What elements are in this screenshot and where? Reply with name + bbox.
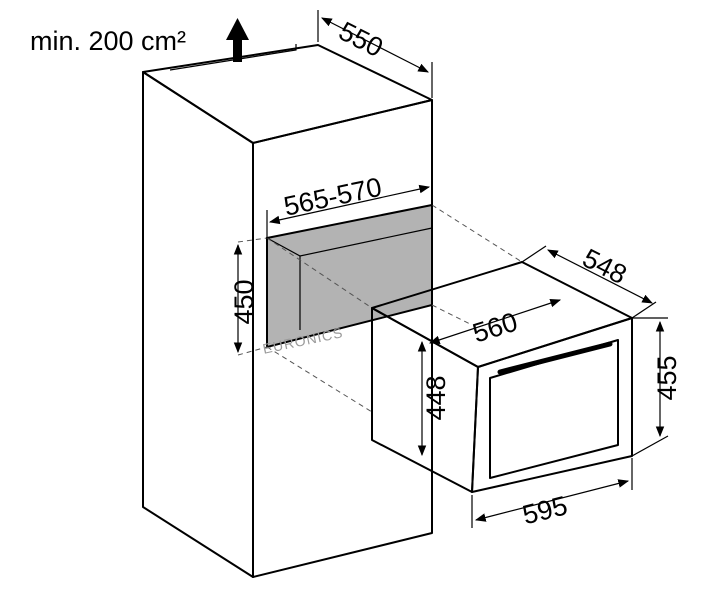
dim-line-cabinet-depth <box>321 17 429 73</box>
ventilation-note: min. 200 cm² <box>30 26 186 56</box>
label-niche-width: 565-570 <box>281 172 384 222</box>
label-appliance-depth: 548 <box>578 243 632 290</box>
label-body-width: 560 <box>469 307 521 349</box>
label-body-height: 448 <box>421 375 451 420</box>
label-front-height: 455 <box>652 355 682 400</box>
dim-line-niche-width <box>268 184 431 225</box>
appliance <box>371 261 633 493</box>
cabinet-top <box>142 44 433 144</box>
vent-slot <box>169 44 297 71</box>
cabinet <box>142 44 433 578</box>
dim-line-appliance-depth <box>547 249 653 304</box>
niche <box>266 203 433 349</box>
label-niche-height: 450 <box>229 279 259 324</box>
cabinet-front <box>252 99 433 578</box>
niche-opening <box>266 203 433 349</box>
label-front-width: 595 <box>519 490 570 530</box>
oven-handle <box>497 341 613 375</box>
dim-line-front-width <box>474 479 630 522</box>
dimension-lines <box>233 10 669 528</box>
ventilation-arrow-icon <box>226 18 249 62</box>
dim-line-body-width <box>428 298 562 345</box>
